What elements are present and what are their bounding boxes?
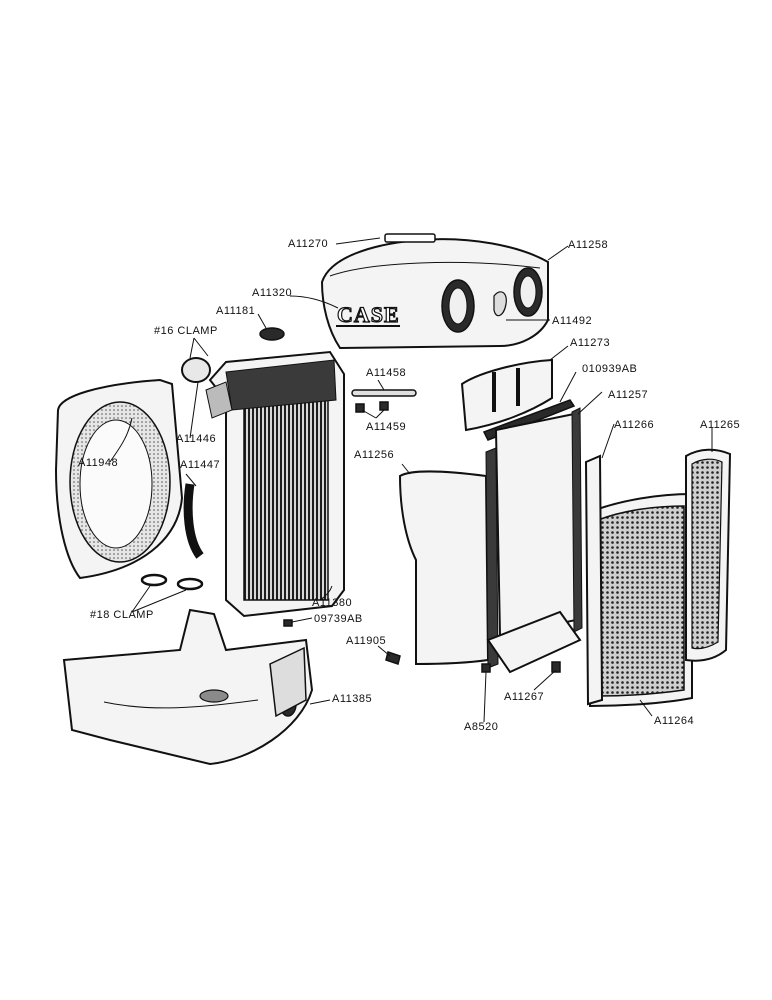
label-a11459: A11459 bbox=[366, 421, 406, 433]
grille-a11265 bbox=[685, 448, 732, 662]
label-a11492: A11492 bbox=[552, 315, 592, 327]
strip-a11266 bbox=[584, 454, 604, 706]
label-a11267: A11267 bbox=[504, 691, 544, 703]
upper-hose bbox=[181, 357, 211, 383]
radiator-cap bbox=[259, 327, 285, 341]
fan-shroud-part bbox=[54, 378, 184, 580]
bolt-a8520 bbox=[481, 663, 491, 673]
radiator-base-part bbox=[62, 608, 314, 766]
label-010939ab: 010939AB bbox=[582, 363, 637, 375]
side-panel-a11256 bbox=[398, 447, 499, 669]
label-a11446: A11446 bbox=[176, 433, 216, 445]
leader-lines bbox=[109, 237, 713, 723]
label-clamp16: #16 CLAMP bbox=[154, 325, 218, 337]
label-a11447: A11447 bbox=[180, 459, 220, 471]
hood-emblem bbox=[493, 291, 507, 317]
clamp-18-b bbox=[176, 577, 204, 591]
label-a11181: A11181 bbox=[216, 305, 255, 317]
strap-a11458 bbox=[351, 389, 417, 397]
label-09739ab: 09739AB bbox=[314, 613, 363, 625]
label-a11458: A11458 bbox=[366, 367, 406, 379]
label-a11265: A11265 bbox=[700, 419, 740, 431]
lower-hose bbox=[183, 483, 204, 559]
label-a11270: A11270 bbox=[288, 238, 328, 250]
label-a11948: A11948 bbox=[78, 457, 118, 469]
label-a11256: A11256 bbox=[354, 449, 394, 461]
label-a11320: A11320 bbox=[252, 287, 292, 299]
bolt-09739ab bbox=[283, 619, 293, 627]
label-a8520: A8520 bbox=[464, 721, 498, 733]
label-a11257: A11257 bbox=[608, 389, 648, 401]
label-a11273: A11273 bbox=[570, 337, 610, 349]
floor-a11267 bbox=[486, 610, 582, 674]
label-a11380: A11380 bbox=[312, 597, 352, 609]
side-panel-a11257 bbox=[494, 407, 583, 638]
grille-a11264 bbox=[589, 492, 693, 708]
hood-cap-plate bbox=[384, 233, 436, 243]
label-a11905: A11905 bbox=[346, 635, 386, 647]
label-a11266: A11266 bbox=[614, 419, 654, 431]
panel-a11273 bbox=[460, 358, 553, 432]
clamp-18-a bbox=[140, 573, 168, 587]
bolt-a11459-a bbox=[355, 403, 365, 413]
label-a11385: A11385 bbox=[332, 693, 372, 705]
hood-part: CASE bbox=[320, 233, 549, 350]
label-clamp18: #18 CLAMP bbox=[90, 609, 154, 621]
label-a11258: A11258 bbox=[568, 239, 608, 251]
bolt-a11459-b bbox=[379, 401, 389, 411]
bracket-a11267 bbox=[551, 661, 561, 673]
radiator-part bbox=[181, 350, 345, 618]
label-a11264: A11264 bbox=[654, 715, 694, 727]
hood-brand-text: CASE bbox=[337, 302, 400, 327]
